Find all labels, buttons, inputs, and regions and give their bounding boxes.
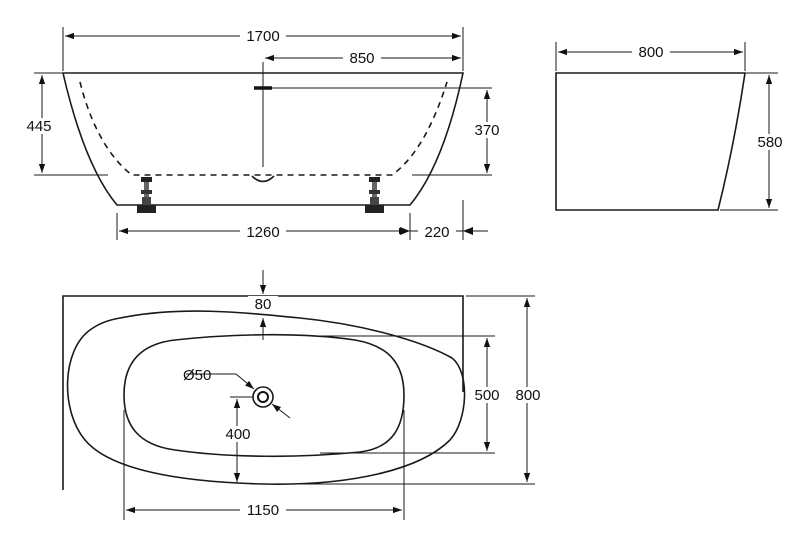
dim-overall-length: 1700 (246, 28, 279, 45)
dim-water-depth: 370 (474, 122, 499, 139)
dim-drain-diameter: Ø50 (183, 367, 211, 384)
dim-end-offset: 220 (424, 224, 449, 241)
side-view-tub-outline (61, 72, 464, 206)
end-view: 800 580 (555, 42, 792, 211)
drain-leader-arrow-in (235, 373, 255, 390)
drain-inner-circle (257, 391, 269, 403)
dim-end-height: 580 (757, 134, 782, 151)
dim-feet-span: 1260 (246, 224, 279, 241)
dim-drain-to-edge: 400 (225, 426, 250, 443)
dim-inner-length: 1150 (247, 502, 279, 519)
dim-end-width: 800 (638, 44, 663, 61)
dim-top-width: 800 (515, 387, 540, 404)
drain-outer-circle (252, 386, 274, 408)
side-view: 1700 850 445 370 1260 220 (20, 27, 508, 241)
drain-outline (251, 175, 275, 183)
top-view: 80 Ø50 400 500 800 1150 (62, 270, 546, 520)
end-view-outline (555, 72, 746, 211)
dim-rim-offset: 80 (255, 296, 272, 313)
drain-leader-arrow-out (271, 403, 291, 419)
top-view-inner-basin (123, 333, 405, 458)
left-foot (137, 177, 156, 213)
dim-side-height: 445 (26, 118, 51, 135)
dim-half-length: 850 (349, 50, 374, 67)
right-foot (365, 177, 384, 213)
top-view-outer-rim (66, 310, 466, 485)
dim-inner-width: 500 (474, 387, 499, 404)
